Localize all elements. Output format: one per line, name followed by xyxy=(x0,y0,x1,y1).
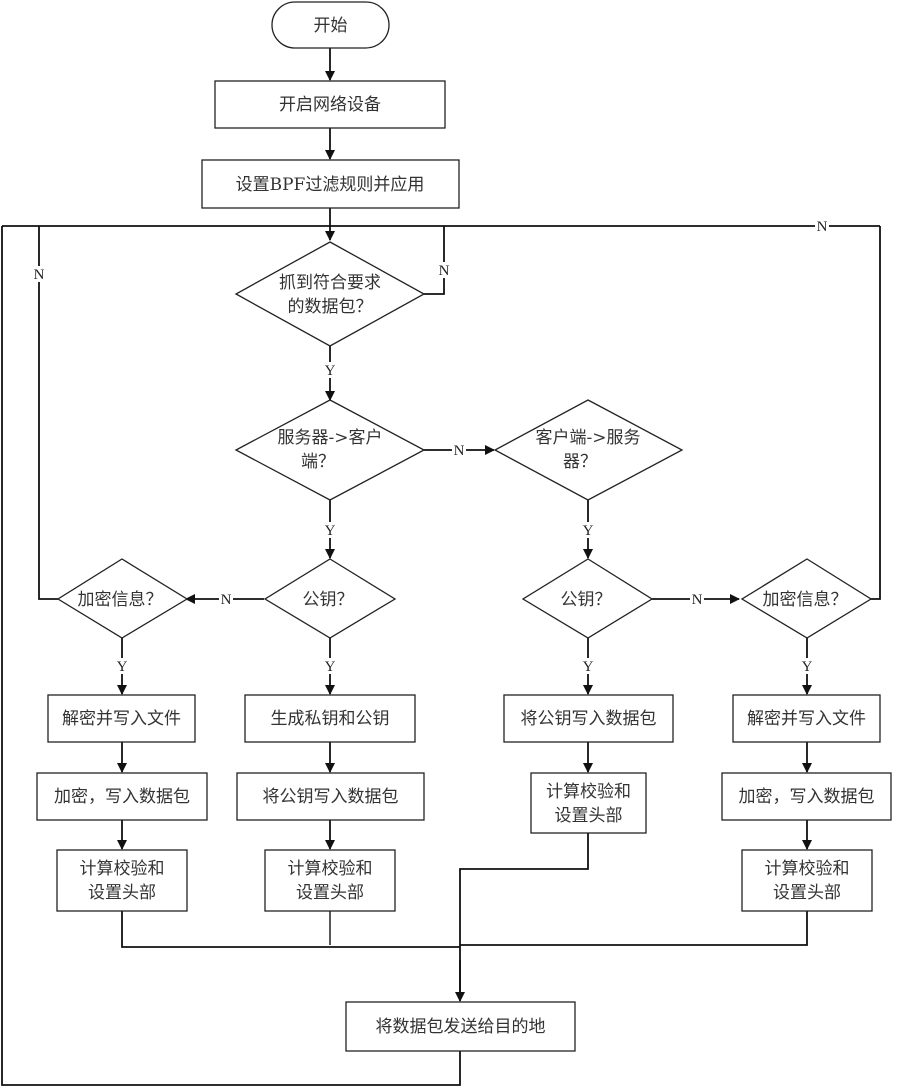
node-srv-to-cli-label-2: 端？ xyxy=(301,452,335,472)
node-cli-to-srv-decision: 客户端->服务 器？ xyxy=(493,399,684,501)
node-write-pubkey-left: 将公钥写入数据包 xyxy=(236,772,425,821)
node-checksum-2: 计算校验和 设置头部 xyxy=(264,849,396,912)
edge-labels: N N N Y N Y Y N N Y Y Y xyxy=(32,218,829,675)
node-pubkey-left-decision: 公钥？ xyxy=(263,558,397,639)
node-encrypt-right-label: 加密，写入数据包 xyxy=(739,787,875,807)
node-start: 开始 xyxy=(271,1,390,49)
node-capture-label-1: 抓到符合要求 xyxy=(279,273,381,293)
node-capture-label-2: 的数据包？ xyxy=(288,297,373,317)
node-checksum-1: 计算校验和 设置头部 xyxy=(56,849,188,912)
node-srv-to-cli-label-1: 服务器->客户 xyxy=(278,428,383,448)
node-checksum-3-label-2: 设置头部 xyxy=(555,806,623,826)
node-checksum-4: 计算校验和 设置头部 xyxy=(741,849,873,912)
edges xyxy=(1,48,881,1086)
node-checksum-1-label-1: 计算校验和 xyxy=(80,859,165,879)
label-cli-yes: Y xyxy=(583,523,594,539)
node-checksum-2-label-1: 计算校验和 xyxy=(288,859,373,879)
node-start-label: 开始 xyxy=(314,16,348,36)
node-send: 将数据包发送给目的地 xyxy=(345,1001,576,1052)
node-encinfo-right-decision: 加密信息？ xyxy=(740,558,873,639)
node-set-bpf-label: 设置BPF过滤规则并应用 xyxy=(236,175,425,195)
edge-send-loop-back xyxy=(1,226,461,1086)
label-encinfo-left-yes: Y xyxy=(117,659,128,675)
node-open-device-label: 开启网络设备 xyxy=(279,95,381,115)
node-cli-to-srv-label-2: 器？ xyxy=(563,452,597,472)
node-encinfo-right-label: 加密信息？ xyxy=(763,590,848,610)
label-pubkey-left-no: N xyxy=(221,592,232,608)
label-pubkey-right-no: N xyxy=(692,592,703,608)
label-capture-yes: Y xyxy=(325,363,336,379)
node-decrypt-right: 解密并写入文件 xyxy=(732,694,881,743)
edge-checksum-4-merge xyxy=(460,911,808,946)
edge-checksum-3-merge xyxy=(459,833,589,1000)
label-encinfo-left-no-loop: N xyxy=(34,267,45,283)
node-checksum-2-label-2: 设置头部 xyxy=(296,883,364,903)
node-pubkey-left-label: 公钥？ xyxy=(303,590,354,610)
node-set-bpf: 设置BPF过滤规则并应用 xyxy=(201,159,460,209)
node-pubkey-right-label: 公钥？ xyxy=(561,590,612,610)
node-genkeys: 生成私钥和公钥 xyxy=(244,694,416,743)
nodes: 开始 开启网络设备 设置BPF过滤规则并应用 抓到符合要求 的数据包？ 服务器-… xyxy=(36,1,892,1052)
node-checksum-4-label-1: 计算校验和 xyxy=(765,859,850,879)
node-write-pubkey-right-label: 将公钥写入数据包 xyxy=(521,709,657,729)
label-pubkey-left-yes: Y xyxy=(325,659,336,675)
label-srv-yes: Y xyxy=(325,523,336,539)
node-decrypt-left-label: 解密并写入文件 xyxy=(62,709,181,729)
node-cli-to-srv-label-1: 客户端->服务 xyxy=(536,428,641,448)
node-encinfo-left-label: 加密信息？ xyxy=(78,590,163,610)
node-srv-to-cli-decision: 服务器->客户 端？ xyxy=(234,399,426,501)
node-pubkey-right-decision: 公钥？ xyxy=(521,558,654,639)
node-encrypt-left-label: 加密，写入数据包 xyxy=(54,787,190,807)
node-write-pubkey-right: 将公钥写入数据包 xyxy=(503,694,674,743)
edge-encinfo-right-no xyxy=(870,226,881,600)
node-capture-decision: 抓到符合要求 的数据包？ xyxy=(234,241,426,347)
edge-capture-no xyxy=(424,226,445,295)
node-open-device: 开启网络设备 xyxy=(214,80,446,129)
node-genkeys-label: 生成私钥和公钥 xyxy=(271,709,390,729)
node-encinfo-left-decision: 加密信息？ xyxy=(56,558,189,639)
node-checksum-3-label-1: 计算校验和 xyxy=(546,782,631,802)
node-write-pubkey-left-label: 将公钥写入数据包 xyxy=(263,787,399,807)
node-decrypt-left: 解密并写入文件 xyxy=(47,694,196,743)
edge-checksum-1-merge xyxy=(121,911,460,948)
node-checksum-1-label-2: 设置头部 xyxy=(88,883,156,903)
node-encrypt-left: 加密，写入数据包 xyxy=(36,772,208,821)
edge-encinfo-left-no xyxy=(38,226,58,600)
node-checksum-3: 计算校验和 设置头部 xyxy=(530,772,647,834)
label-capture-no: N xyxy=(439,263,450,279)
label-srv-no: N xyxy=(454,443,465,459)
label-encinfo-right-no-loop: N xyxy=(817,219,828,235)
label-pubkey-right-yes: Y xyxy=(583,659,594,675)
node-send-label: 将数据包发送给目的地 xyxy=(376,1017,546,1037)
label-encinfo-right-yes: Y xyxy=(802,659,813,675)
node-decrypt-right-label: 解密并写入文件 xyxy=(747,709,866,729)
node-encrypt-right: 加密，写入数据包 xyxy=(721,772,892,821)
node-checksum-4-label-2: 设置头部 xyxy=(773,883,841,903)
